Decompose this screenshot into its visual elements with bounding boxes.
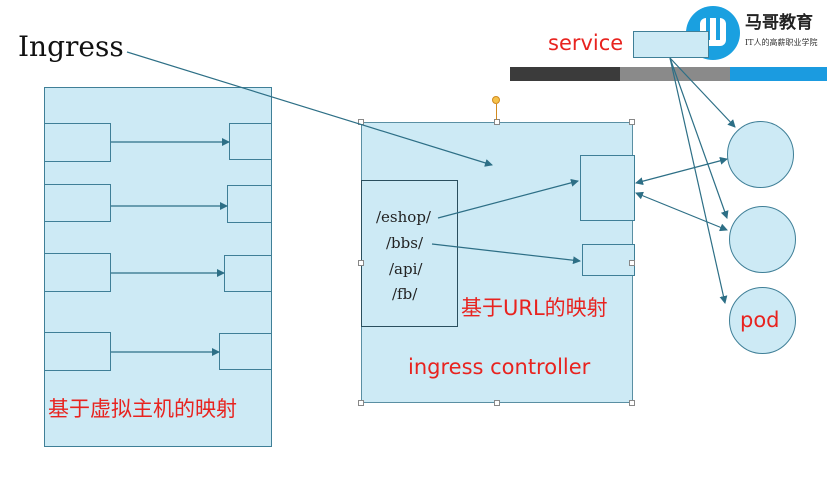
service-to-pod-arrow-2 — [669, 57, 729, 219]
selection-handle — [358, 260, 364, 266]
url-path-2: /bbs/ — [386, 234, 424, 252]
host-source-box-4 — [44, 332, 111, 371]
ingress-title: Ingress — [18, 30, 124, 63]
url-mapping-caption: 基于URL的映射 — [461, 296, 608, 320]
backend-box-1 — [580, 155, 635, 221]
selection-handle — [629, 400, 635, 406]
url-path-4: /fb/ — [392, 285, 418, 303]
logo-slogan: IT人的高薪职业学院 — [745, 38, 818, 47]
selection-handle — [494, 400, 500, 406]
selection-handle — [358, 400, 364, 406]
backend-pod-link-1 — [635, 156, 728, 186]
selection-handle — [494, 119, 500, 125]
host-source-box-1 — [44, 123, 111, 162]
service-box — [633, 31, 709, 58]
host-source-box-2 — [44, 184, 111, 222]
pod-circle-1 — [727, 121, 794, 188]
header-band-dark — [510, 67, 620, 81]
url-arrow-bbs — [431, 243, 581, 265]
url-arrow-eshop — [437, 178, 579, 219]
host-target-box-4 — [219, 333, 272, 370]
virtual-host-caption: 基于虚拟主机的映射 — [48, 397, 237, 421]
controller-caption: ingress controller — [408, 355, 591, 379]
host-target-box-2 — [227, 185, 272, 223]
url-path-list — [361, 180, 458, 327]
backend-pod-link-2 — [635, 191, 728, 232]
host-target-box-3 — [224, 255, 272, 292]
url-path-3: /api/ — [389, 260, 423, 278]
logo-name: 马哥教育 — [745, 13, 813, 33]
selection-handle — [629, 260, 635, 266]
pod-circle-3 — [729, 287, 796, 354]
ingress-pointer-arrow — [126, 51, 493, 167]
pod-label: pod — [740, 308, 780, 332]
header-band-blue — [730, 67, 827, 81]
selection-handle — [629, 119, 635, 125]
host-target-box-1 — [229, 123, 272, 160]
rotate-handle-icon — [492, 96, 500, 104]
service-to-pod-arrow-1 — [669, 57, 736, 128]
service-label: service — [548, 31, 624, 55]
pod-circle-2 — [729, 206, 796, 273]
rotate-handle-stem — [496, 104, 497, 120]
header-band-grey — [620, 67, 730, 81]
url-path-1: /eshop/ — [376, 208, 431, 226]
service-to-pod-arrow-3 — [669, 57, 728, 304]
host-source-box-3 — [44, 253, 111, 292]
